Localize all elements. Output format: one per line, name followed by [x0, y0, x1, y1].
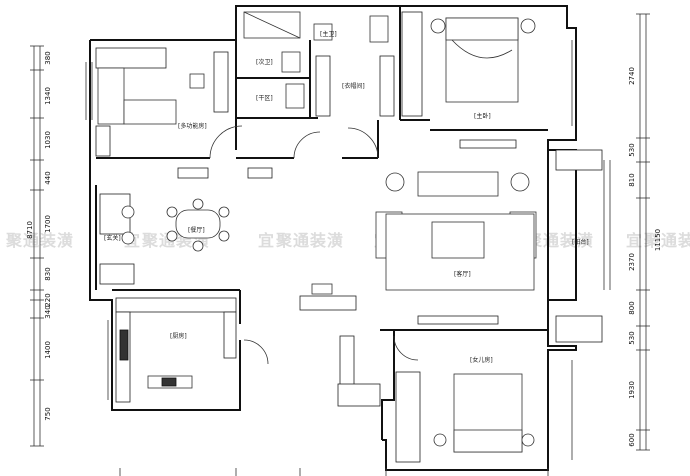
chair-icon — [166, 206, 178, 218]
room-label-guest-bathroom: [次卫] — [256, 58, 273, 66]
stove-icon — [119, 329, 129, 361]
dim-right-0: 2740 — [628, 67, 636, 85]
sofa — [417, 171, 499, 197]
desk — [337, 383, 381, 407]
countertop — [115, 297, 237, 313]
balcony: [阳台] — [555, 149, 603, 343]
storage-cabinet — [99, 263, 135, 285]
desk — [123, 99, 177, 125]
wardrobe — [395, 371, 421, 463]
dim-left-5: 830 — [44, 267, 52, 280]
dimension-right: 2740 530 810 2370 800 530 1930 600 11150 — [628, 13, 662, 451]
chair-icon — [218, 230, 230, 242]
kitchen: [厨房] — [115, 297, 237, 403]
chair-icon — [192, 240, 204, 252]
chair-icon — [189, 73, 205, 89]
room-label-multi-function: [多功能房] — [178, 122, 207, 130]
master-bedroom: [主卧] — [401, 11, 536, 149]
bathrooms: [主卫] [次卫] [干区] [衣帽间] — [243, 11, 395, 117]
dim-left-9: 750 — [44, 407, 52, 420]
room-label-master-bedroom: [主卧] — [474, 112, 491, 120]
sideboard — [247, 167, 273, 179]
toilet-icon — [313, 23, 333, 41]
room-label-entrance: [玄关] — [104, 234, 121, 242]
room-label-kitchen: [厨房] — [170, 332, 187, 340]
multi-function-room: [多功能房] — [95, 47, 229, 157]
doors — [209, 125, 419, 365]
side-cabinet — [95, 125, 111, 157]
watermark-glyph: 宜 — [258, 231, 275, 250]
chair-icon — [218, 206, 230, 218]
dining-area: [玄关] [餐厅] — [99, 167, 273, 285]
lamp-icon — [510, 172, 530, 192]
dim-right-1: 530 — [628, 143, 636, 156]
bookshelf — [213, 51, 229, 113]
chair-icon — [166, 230, 178, 242]
headboard — [453, 429, 523, 453]
tv-cabinet — [459, 139, 517, 149]
dim-right-7: 600 — [628, 433, 636, 446]
dim-left-total: 8710 — [26, 221, 34, 239]
piano-icon — [299, 295, 357, 311]
living-room: [客厅] — [299, 171, 537, 325]
sideboard — [177, 167, 209, 179]
headboard — [445, 17, 519, 41]
room-label-dining: [餐厅] — [188, 226, 205, 234]
dim-left-4: 1700 — [44, 215, 52, 233]
cabinet — [97, 67, 125, 125]
dim-right-total: 11150 — [654, 229, 662, 251]
fridge-icon — [223, 311, 237, 359]
watermark-text: 聚通装潢 — [275, 231, 344, 250]
stool-icon — [121, 205, 135, 219]
dim-right-4: 800 — [628, 301, 636, 314]
dim-left-8: 1400 — [44, 341, 52, 359]
lamp-icon — [521, 433, 535, 447]
daughter-room: [女儿房] — [337, 335, 535, 463]
sink-icon — [369, 15, 389, 43]
dining-table — [175, 209, 221, 239]
watermark-glyph: 宜 — [626, 231, 643, 250]
dim-right-3: 2370 — [628, 253, 636, 271]
room-label-master-bathroom: [主卫] — [320, 30, 337, 38]
dim-left-0: 380 — [44, 51, 52, 64]
basin-icon — [285, 83, 305, 109]
dimension-left: 380 1340 1030 440 1700 830 220 340 1400 … — [26, 45, 52, 447]
room-label-living: [客厅] — [454, 270, 471, 278]
lamp-icon — [433, 433, 447, 447]
stool-icon — [121, 231, 135, 245]
cloak-cabinet — [315, 55, 331, 117]
shower — [243, 11, 301, 39]
washer-icon — [555, 149, 603, 171]
room-label-dry-area: [干区] — [256, 95, 273, 102]
dim-left-7: 340 — [44, 305, 52, 318]
coffee-table — [431, 221, 485, 259]
dim-left-6: 220 — [44, 293, 52, 306]
watermark-text: 聚通装潢 — [5, 231, 74, 250]
dimension-bottom — [119, 468, 549, 476]
chair-icon — [192, 198, 204, 210]
walls — [85, 5, 611, 471]
room-label-cloakroom: [衣帽间] — [342, 82, 365, 90]
piano-stool — [311, 283, 333, 295]
dim-right-2: 810 — [628, 173, 636, 186]
room-label-balcony: [阳台] — [572, 238, 589, 246]
toilet-icon — [281, 51, 301, 73]
dim-right-5: 530 — [628, 331, 636, 344]
dim-left-3: 440 — [44, 171, 52, 184]
room-label-daughter-room: [女儿房] — [470, 356, 493, 364]
lamp-icon — [430, 18, 446, 34]
lamp-icon — [520, 18, 536, 34]
wardrobe — [401, 11, 423, 117]
lamp-icon — [385, 172, 405, 192]
cloak-cabinet — [379, 55, 395, 117]
dim-left-2: 1030 — [44, 131, 52, 149]
balcony-cabinet — [555, 315, 603, 343]
wardrobe — [95, 47, 167, 69]
tv-cabinet — [417, 315, 499, 325]
dim-left-1: 1340 — [44, 87, 52, 105]
watermark-text: 聚通装潢 — [643, 231, 690, 250]
dim-right-6: 1930 — [628, 381, 636, 399]
sink-icon — [161, 377, 177, 387]
